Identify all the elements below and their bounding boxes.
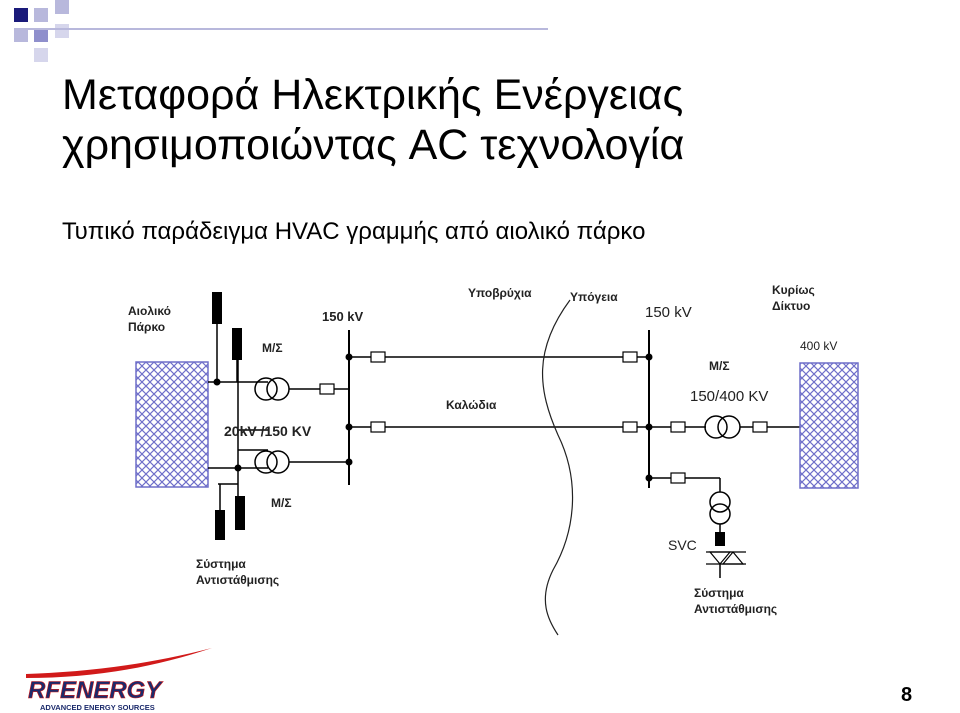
hvac-diagram: Αιολικό Πάρκο Μ/Σ 20kV /150 KV Μ/Σ Σύστη…	[118, 270, 870, 640]
wind-park-label: Αιολικό	[128, 304, 171, 318]
svc-reactor	[715, 532, 725, 546]
title-line-1: Μεταφορά Ηλεκτρικής Ενέργειας	[62, 71, 684, 119]
slide-title: Μεταφορά Ηλεκτρικής Ενέργειας χρησιμοποι…	[62, 70, 942, 170]
wind-park-label: Πάρκο	[128, 320, 165, 334]
bus-label-right: 150 kV	[645, 304, 692, 321]
compensation-unit	[232, 328, 242, 360]
rfenergy-logo: RFENERGY ADVANCED ENERGY SOURCES	[26, 648, 212, 712]
compensation-unit	[215, 510, 225, 540]
boundary-curve	[541, 299, 574, 636]
corner-square-light	[55, 24, 69, 38]
title-line-2: χρησιμοποιώντας AC τεχνολογία	[62, 121, 685, 169]
corner-square-dark	[14, 8, 28, 22]
compensation-label-right: Σύστημα	[694, 586, 744, 600]
compensation-label-right: Αντιστάθμισης	[694, 602, 777, 616]
corner-square-light	[34, 48, 48, 62]
ms-label-right: Μ/Σ	[709, 359, 730, 373]
compensation-unit	[235, 496, 245, 530]
logo-tagline: ADVANCED ENERGY SOURCES	[40, 703, 155, 712]
compensation-label-left: Σύστημα	[196, 557, 246, 571]
wind-park-block	[135, 361, 209, 488]
thyristor-icon	[706, 551, 746, 565]
logo-brand: RFENERGY	[28, 677, 163, 704]
ms-label-top: Μ/Σ	[262, 341, 283, 355]
svc-label: SVC	[668, 537, 697, 553]
ratio-label-left: 20kV /150 KV	[224, 423, 312, 439]
grid-label: Δίκτυο	[772, 299, 810, 313]
submarine-label: Υποβρύχια	[468, 286, 532, 300]
ratio-label-right: 150/400 KV	[690, 388, 768, 405]
ms-label-bottom: Μ/Σ	[271, 496, 292, 510]
compensation-unit	[212, 292, 222, 324]
corner-line	[28, 28, 548, 30]
corner-square-mid	[34, 28, 48, 42]
grid-voltage-label: 400 kV	[800, 339, 837, 353]
page-number: 8	[901, 684, 913, 706]
bus-label-left: 150 kV	[322, 309, 364, 324]
cables-label: Καλώδια	[446, 398, 497, 412]
corner-square-light	[34, 8, 48, 22]
main-grid-block	[799, 362, 859, 489]
corner-square-mid	[55, 0, 69, 14]
compensation-label-left: Αντιστάθμισης	[196, 573, 279, 587]
underground-label: Υπόγεια	[570, 290, 618, 304]
slide-subtitle: Τυπικό παράδειγμα HVAC γραμμής από αιολι…	[62, 218, 646, 245]
grid-label: Κυρίως	[772, 283, 815, 297]
corner-square-light	[14, 28, 28, 42]
logo-swoosh	[26, 648, 212, 678]
